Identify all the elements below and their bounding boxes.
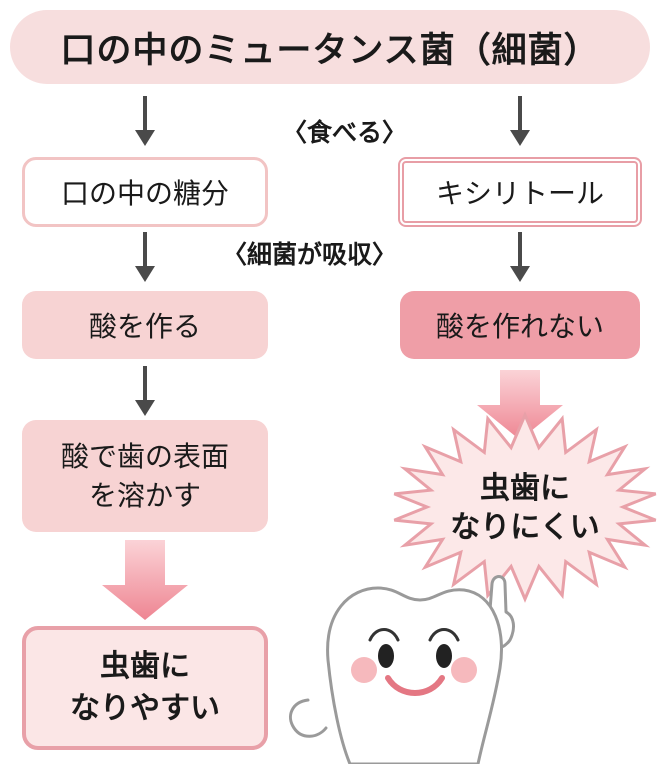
box-dissolve-enamel: 酸で歯の表面 を溶かす: [22, 420, 268, 532]
arrow-xylitol-to-noacid: [510, 232, 530, 282]
arrow-sugar-to-acid: [135, 232, 155, 282]
diagram-title: 口の中のミュータンス菌（細菌）: [10, 10, 650, 84]
box-xylitol: キシリトール: [398, 157, 642, 227]
box-cannot-make-acid: 酸を作れない: [400, 291, 640, 359]
label-eat: 〈食べる〉: [282, 118, 408, 147]
box-make-acid: 酸を作る: [22, 291, 268, 359]
burst-less-cavities-text: 虫歯に なりにくい: [450, 471, 600, 545]
big-arrow-right: [477, 370, 563, 440]
box-prone-to-cavities: 虫歯に なりやすい: [22, 626, 268, 750]
tooth-face: [351, 628, 477, 696]
big-arrow-left: [102, 540, 188, 620]
label-absorb: 〈細菌が吸収〉: [222, 240, 398, 269]
burst-shape: [393, 411, 657, 603]
box-sugar: 口の中の糖分: [22, 157, 268, 227]
arrow-title-to-sugar: [135, 96, 155, 146]
arrow-title-to-xylitol: [510, 96, 530, 146]
tooth-character: [289, 575, 515, 764]
arrow-acid-to-dissolve: [135, 366, 155, 416]
